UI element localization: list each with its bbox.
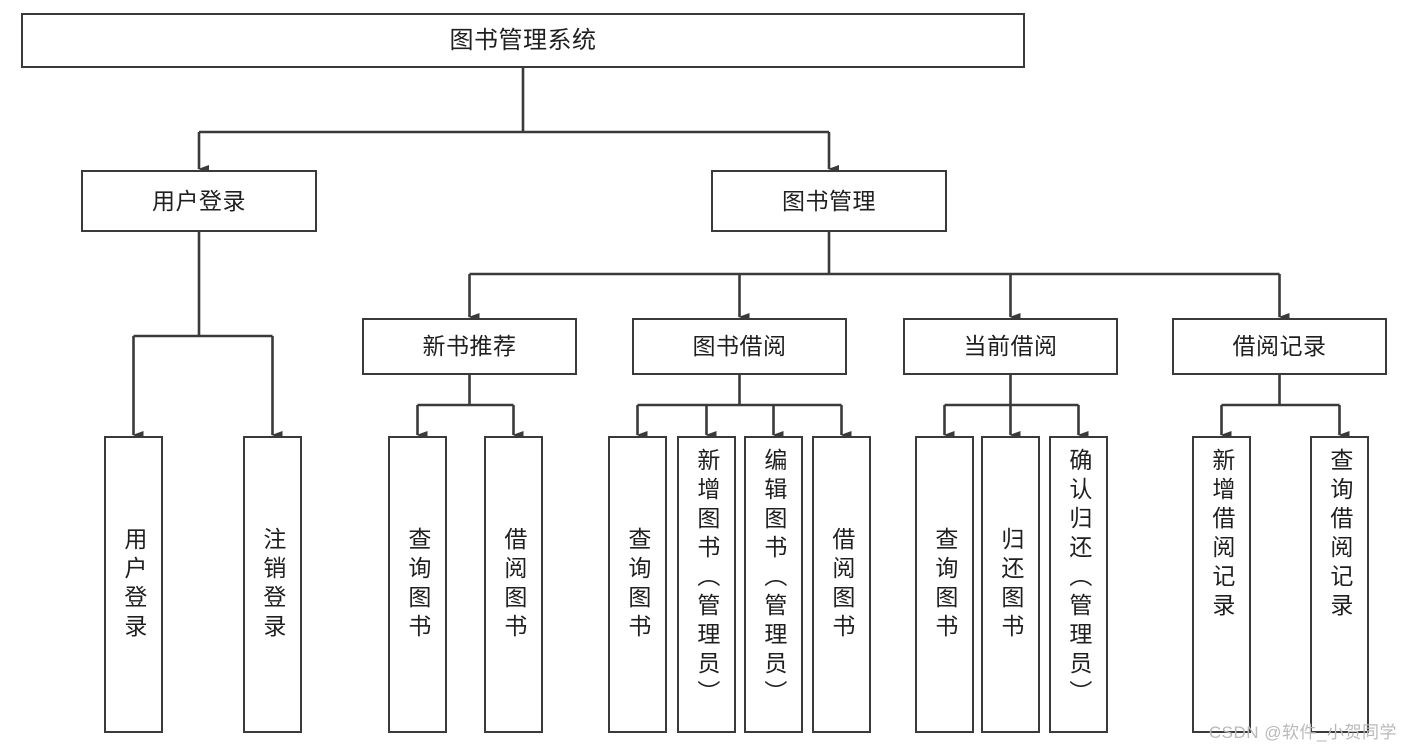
node-leaf-edit-book-admin[interactable]: 编辑图书（管理员） xyxy=(744,436,803,733)
node-root-label: 图书管理系统 xyxy=(449,26,597,54)
node-leaf-add-borrow-record[interactable]: 新增借阅记录 xyxy=(1192,436,1251,733)
node-leaf-borrow-book-rec-label: 借阅图书 xyxy=(500,526,527,643)
node-leaf-borrow-book-rec[interactable]: 借阅图书 xyxy=(484,436,543,733)
node-leaf-user-login[interactable]: 用户登录 xyxy=(104,436,163,733)
node-leaf-add-book-admin-label: 新增图书（管理员） xyxy=(693,448,720,709)
node-borrow-record-label: 借阅记录 xyxy=(1232,333,1327,360)
node-leaf-query-book-current[interactable]: 查询图书 xyxy=(915,436,974,733)
node-leaf-user-login-label: 用户登录 xyxy=(120,526,147,643)
node-borrow-record[interactable]: 借阅记录 xyxy=(1172,318,1387,375)
node-user-login[interactable]: 用户登录 xyxy=(81,170,317,232)
watermark: CSDN @软件_小贺同学 xyxy=(1208,723,1397,742)
node-root[interactable]: 图书管理系统 xyxy=(21,13,1025,68)
node-leaf-edit-book-admin-label: 编辑图书（管理员） xyxy=(760,448,787,709)
node-leaf-confirm-return-admin-label: 确认归还（管理员） xyxy=(1065,448,1092,709)
node-book-manage[interactable]: 图书管理 xyxy=(711,170,947,232)
node-current-borrow-label: 当前借阅 xyxy=(963,333,1058,360)
node-user-login-label: 用户登录 xyxy=(152,187,246,214)
node-leaf-add-borrow-record-label: 新增借阅记录 xyxy=(1208,448,1235,622)
node-leaf-query-book-rec-label: 查询图书 xyxy=(404,526,431,643)
node-book-manage-label: 图书管理 xyxy=(782,187,876,214)
node-leaf-query-borrow-record-label: 查询借阅记录 xyxy=(1326,448,1353,622)
node-book-borrow[interactable]: 图书借阅 xyxy=(632,318,847,375)
node-leaf-query-book-current-label: 查询图书 xyxy=(931,526,958,643)
connector-lines xyxy=(132,68,1350,439)
node-new-book-recommend-label: 新书推荐 xyxy=(422,333,517,360)
node-leaf-borrow-book[interactable]: 借阅图书 xyxy=(812,436,871,733)
node-leaf-query-book-borrow-label: 查询图书 xyxy=(624,526,651,643)
node-new-book-recommend[interactable]: 新书推荐 xyxy=(362,318,577,375)
node-leaf-return-book-label: 归还图书 xyxy=(997,526,1024,643)
node-current-borrow[interactable]: 当前借阅 xyxy=(903,318,1118,375)
node-leaf-user-logout-label: 注销登录 xyxy=(259,526,286,643)
node-leaf-confirm-return-admin[interactable]: 确认归还（管理员） xyxy=(1049,436,1108,733)
node-leaf-query-book-rec[interactable]: 查询图书 xyxy=(388,436,447,733)
node-leaf-query-book-borrow[interactable]: 查询图书 xyxy=(608,436,667,733)
node-leaf-borrow-book-label: 借阅图书 xyxy=(828,526,855,643)
node-leaf-return-book[interactable]: 归还图书 xyxy=(981,436,1040,733)
node-book-borrow-label: 图书借阅 xyxy=(692,333,787,360)
node-leaf-query-borrow-record[interactable]: 查询借阅记录 xyxy=(1310,436,1369,733)
node-leaf-add-book-admin[interactable]: 新增图书（管理员） xyxy=(677,436,736,733)
node-leaf-user-logout[interactable]: 注销登录 xyxy=(243,436,302,733)
